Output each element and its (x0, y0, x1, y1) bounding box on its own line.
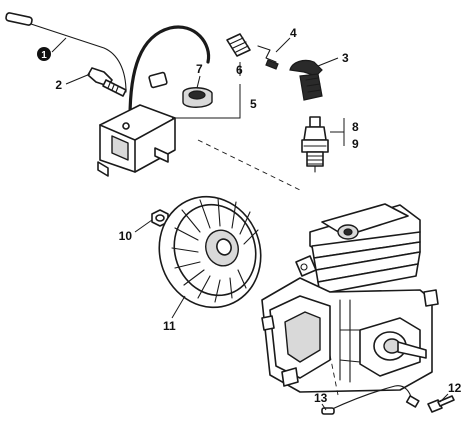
callout-4-label: 4 (290, 26, 297, 40)
callout-9-label: 9 (352, 137, 359, 151)
callout-10-label: 10 (119, 229, 133, 243)
part-2-bolt (87, 67, 127, 97)
ignition-cable (128, 25, 211, 120)
part-6-spring (226, 33, 251, 57)
part-4-clip (257, 45, 279, 70)
callout-6-label: 6 (236, 63, 243, 77)
part-13-kill-wire (321, 385, 420, 415)
callout-1-label: 1 (41, 50, 47, 61)
callout-12-label: 12 (448, 381, 462, 395)
callout-3-label: 3 (342, 51, 349, 65)
engine-cylinder-crankcase (261, 203, 439, 393)
ignition-module (97, 104, 176, 177)
callout-7-label: 7 (196, 62, 203, 76)
callout-1-badge (37, 47, 51, 61)
leader-lines (51, 37, 449, 411)
callout-13-label: 13 (314, 391, 328, 405)
part-11-flywheel (158, 195, 262, 309)
callout-11-label: 11 (163, 319, 176, 333)
callout-1: 1 (37, 47, 51, 61)
callout-2-label: 2 (55, 78, 62, 92)
part-3-spark-plug-boot (289, 59, 323, 101)
part-1-wire-terminal (5, 12, 127, 93)
callout-5-label: 5 (250, 97, 257, 111)
callout-8-label: 8 (352, 120, 359, 134)
alignment-lines (197, 139, 339, 396)
part-8-9-spark-plug (301, 116, 329, 173)
part-12-screw (427, 395, 455, 413)
part-7-grommet (182, 87, 213, 108)
